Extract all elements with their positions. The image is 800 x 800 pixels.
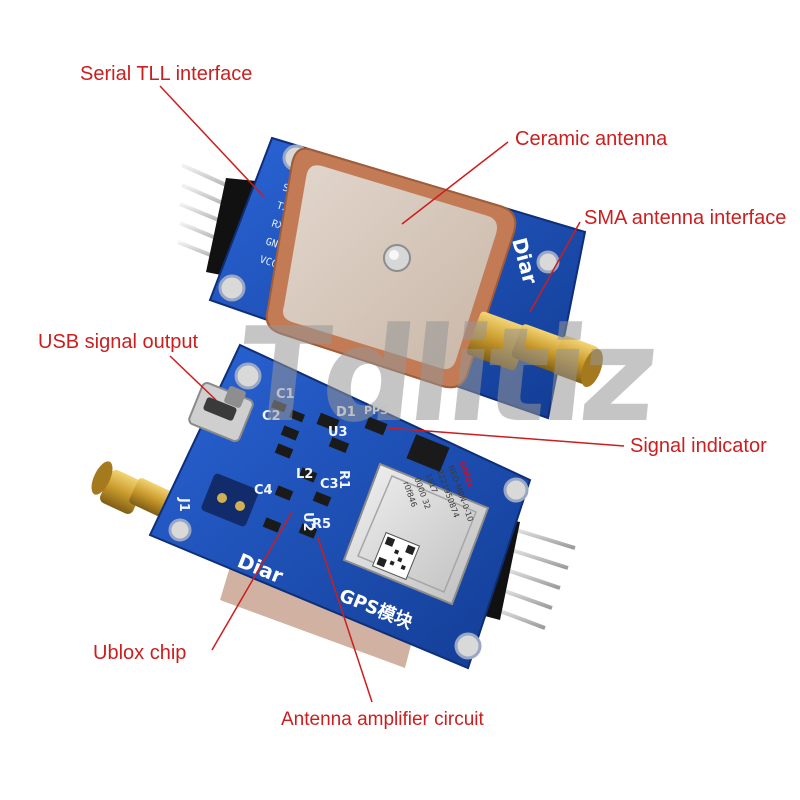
svg-text:C4: C4 xyxy=(254,483,273,498)
svg-text:R5: R5 xyxy=(312,517,331,532)
svg-text:U3: U3 xyxy=(328,425,348,440)
smd-components xyxy=(201,386,450,539)
svg-text:C1: C1 xyxy=(276,387,295,402)
label-sma-interface: SMA antenna interface xyxy=(584,207,787,229)
svg-text:R1: R1 xyxy=(336,470,351,489)
svg-text:U2: U2 xyxy=(300,512,315,532)
svg-text:VCC: VCC xyxy=(258,254,279,270)
leader-ceramic xyxy=(401,141,509,225)
svg-text:J1: J1 xyxy=(176,497,191,512)
ceramic-antenna xyxy=(265,147,517,389)
leader-signal xyxy=(387,427,625,447)
label-ublox-chip: Ublox chip xyxy=(93,642,187,664)
label-amplifier-circuit: Antenna amplifier circuit xyxy=(281,709,484,730)
leader-lines xyxy=(159,85,625,703)
component-labels: C1 C2 D1 PPS U3 R1 L2 C3 C4 U2 R5 J1 xyxy=(176,387,388,532)
label-usb-output: USB signal output xyxy=(38,331,199,353)
leader-ublox xyxy=(211,511,293,651)
top-board: SDA TXD RXD GND VCC Diar xyxy=(177,136,603,420)
svg-text:C2: C2 xyxy=(262,409,281,424)
label-serial-interface: Serial TLL interface xyxy=(80,63,253,85)
leader-usb xyxy=(169,355,217,401)
sma-connector-top xyxy=(466,311,603,388)
bottom-board: C1 C2 D1 PPS U3 R1 L2 C3 C4 U2 R5 J1 ubl… xyxy=(91,343,576,670)
leader-serial xyxy=(159,85,265,198)
label-signal-indicator: Signal indicator xyxy=(630,435,767,457)
module-qr-code xyxy=(371,531,421,581)
svg-text:L2: L2 xyxy=(296,467,313,482)
svg-text:PPS: PPS xyxy=(364,404,388,417)
svg-text:C3: C3 xyxy=(320,477,339,492)
leader-sma xyxy=(529,221,581,313)
label-ceramic-antenna: Ceramic antenna xyxy=(515,128,668,150)
watermark: Tdlitiz xyxy=(232,299,660,451)
svg-text:D1: D1 xyxy=(336,405,356,420)
leader-amplifier xyxy=(317,537,373,703)
